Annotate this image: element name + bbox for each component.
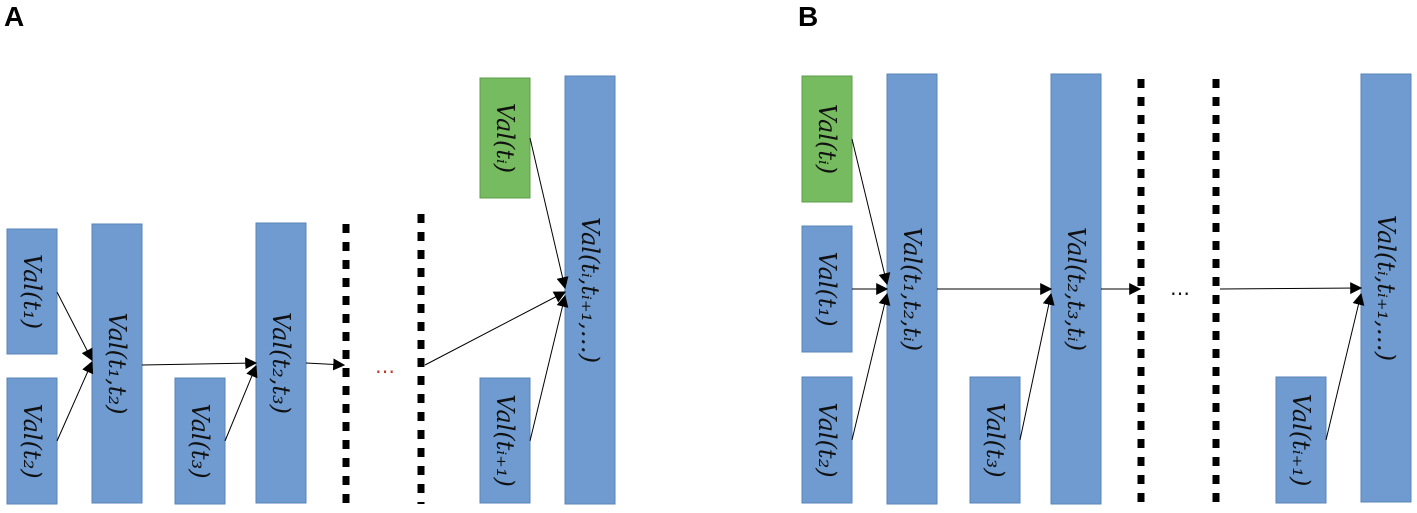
box-a-t12: Val(t₁,t₂) [91, 223, 143, 504]
arrow-a-t23-to-sep [305, 358, 346, 371]
arrow-b-t3-to-t23i [1019, 292, 1055, 441]
arrow-a-sep-to-tiall [424, 291, 567, 366]
label-a-ti1: Val(tᵢ₊₁) [491, 394, 519, 487]
arrow-a-t12-to-t23 [141, 357, 258, 370]
box-a-t23: Val(t₂,t₃) [255, 222, 307, 504]
label-a-t3: Val(t₃) [186, 403, 214, 478]
label-b-ti1: Val(tᵢ₊₁) [1287, 394, 1315, 487]
box-b-t23i: Val(t₂,t₃,tᵢ) [1050, 73, 1102, 505]
panel-a-letter: A [4, 1, 24, 32]
label-b-t3: Val(t₃) [981, 402, 1009, 477]
box-b-t2: Val(t₂) [801, 376, 853, 504]
box-b-ti: Val(tᵢ) [801, 75, 853, 203]
box-b-t1: Val(t₁) [801, 225, 853, 353]
box-a-t1: Val(t₁) [6, 228, 58, 355]
arrow-a-t1-to-t12 [56, 291, 93, 362]
arrow-b-ti1-to-tiall [1325, 292, 1365, 441]
label-a-t2: Val(t₂) [18, 403, 46, 478]
label-a-t12: Val(t₁,t₂) [103, 313, 131, 415]
box-a-tiall: Val(tᵢ,tᵢ₊₁,…) [564, 75, 616, 505]
label-a-t23: Val(t₂,t₃) [267, 312, 295, 414]
panel-b-letter: B [798, 1, 818, 32]
panel-b: B Val(tᵢ) Val(t₁) Val(t₂) Val(t₁,t₂,tᵢ) … [798, 1, 1412, 505]
label-b-t1: Val(t₁) [813, 251, 841, 326]
arrow-a-t2-to-t12 [56, 360, 94, 442]
label-b-t2: Val(t₂) [813, 402, 841, 477]
box-b-t12i: Val(t₁,t₂,tᵢ) [886, 73, 938, 505]
label-a-ti: Val(tᵢ) [491, 103, 519, 173]
box-b-ti1: Val(tᵢ₊₁) [1275, 376, 1327, 504]
arrow-b-t2-to-t12i [851, 292, 891, 441]
arrow-a-ti1-to-tiall [529, 294, 569, 442]
arrow-b-sep-to-tiall [1219, 282, 1363, 295]
label-a-t1: Val(t₁) [18, 254, 46, 329]
label-b-t23i: Val(t₂,t₃,tᵢ) [1062, 227, 1090, 351]
label-b-ti: Val(tᵢ) [813, 104, 841, 174]
box-b-tiall: Val(tᵢ,tᵢ₊₁,…) [1360, 73, 1412, 503]
arrow-a-ti-to-tiall [529, 137, 569, 290]
box-a-ti1: Val(tᵢ₊₁) [479, 377, 531, 504]
label-b-tiall: Val(tᵢ,tᵢ₊₁,…) [1372, 215, 1400, 361]
box-a-t2: Val(t₂) [6, 377, 58, 505]
box-b-t3: Val(t₃) [969, 376, 1021, 504]
ellipsis-b: … [1170, 276, 1190, 300]
label-a-tiall: Val(tᵢ,tᵢ₊₁,…) [576, 217, 604, 363]
panel-a: A Val(t₁) Val(t₂) Val(t₁,t₂) Val(t₃) Val… [4, 1, 616, 505]
arrow-b-ti-to-t12i [851, 138, 891, 286]
ellipsis-a: … [375, 354, 395, 378]
box-a-t3: Val(t₃) [174, 377, 226, 505]
label-b-t12i: Val(t₁,t₂,tᵢ) [898, 227, 926, 351]
box-a-ti: Val(tᵢ) [479, 77, 531, 199]
arrow-a-t3-to-t23 [224, 364, 258, 442]
